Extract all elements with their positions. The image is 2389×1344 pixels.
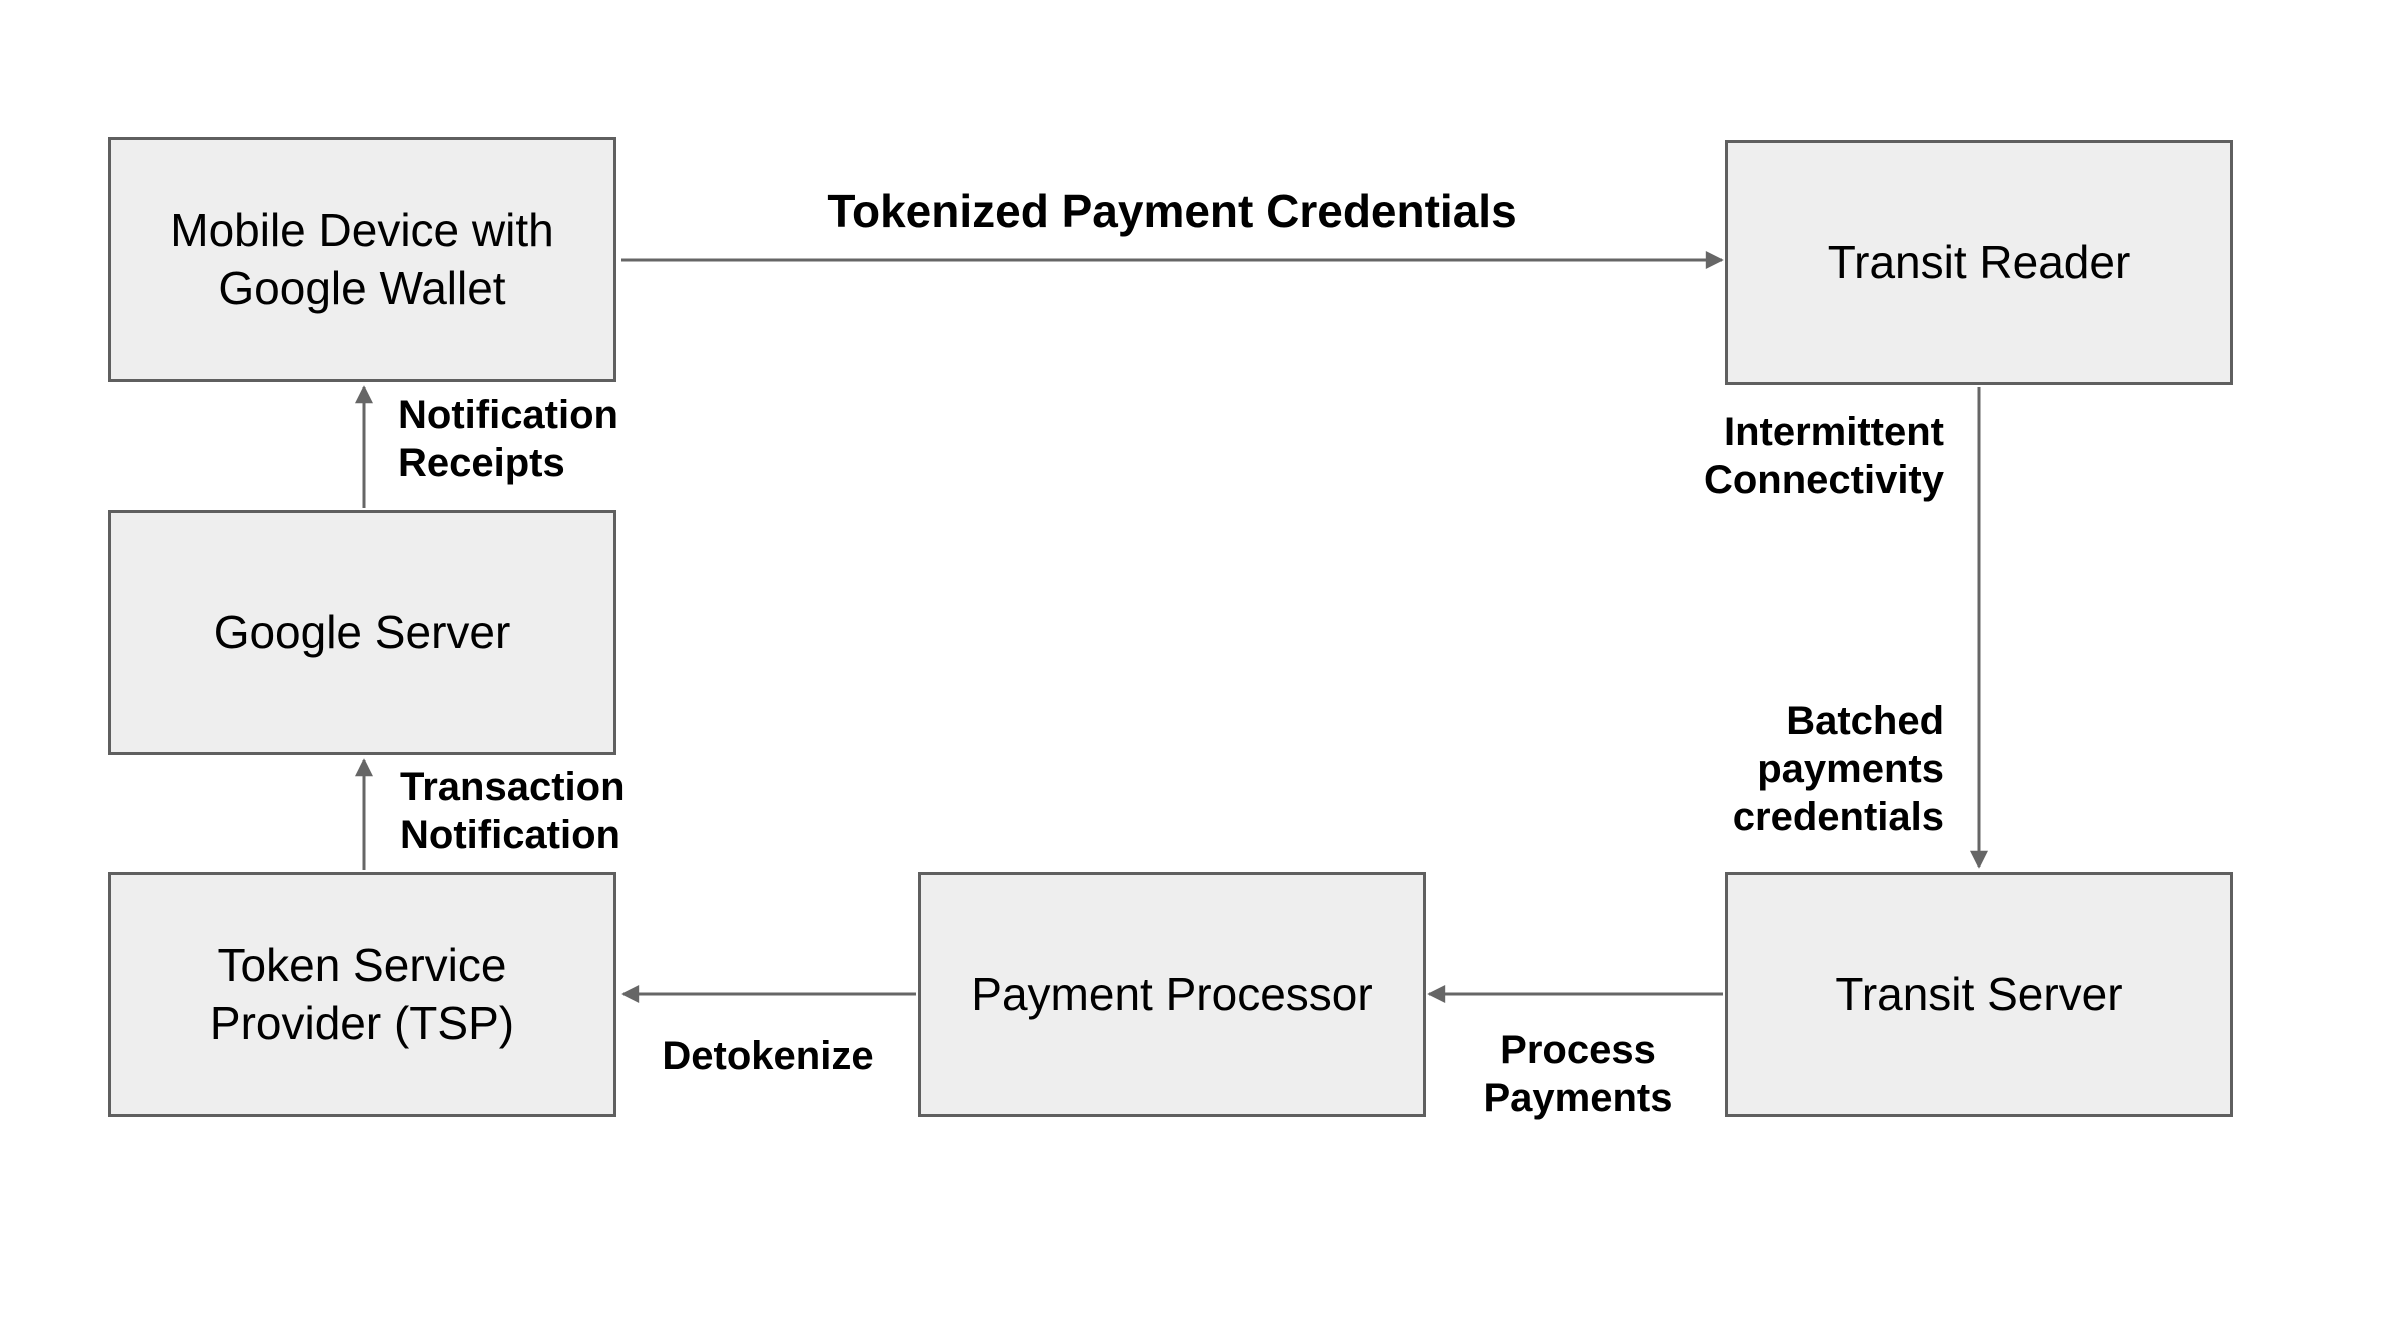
edge-label-batched-payments-credentials: Batched payments credentials bbox=[1732, 699, 1944, 839]
edge-label-transaction-notification: Transaction Notification bbox=[400, 765, 625, 857]
node-payment-processor: Payment Processor bbox=[918, 872, 1426, 1117]
edge-label-process-payments: Process Payments bbox=[1483, 1028, 1673, 1120]
edge-label-intermittent-connectivity: Intermittent Connectivity bbox=[1703, 410, 1944, 502]
node-token-service-provider: Token Service Provider (TSP) bbox=[108, 872, 616, 1117]
node-google-server: Google Server bbox=[108, 510, 616, 755]
edge-label-notification-receipts: Notification Receipts bbox=[398, 393, 618, 485]
node-transit-reader: Transit Reader bbox=[1725, 140, 2233, 385]
node-mobile-device-google-wallet: Mobile Device with Google Wallet bbox=[108, 137, 616, 382]
node-transit-server: Transit Server bbox=[1725, 872, 2233, 1117]
edge-label-detokenize: Detokenize bbox=[662, 1034, 874, 1078]
edge-label-tokenized-payment-credentials: Tokenized Payment Credentials bbox=[827, 185, 1517, 237]
